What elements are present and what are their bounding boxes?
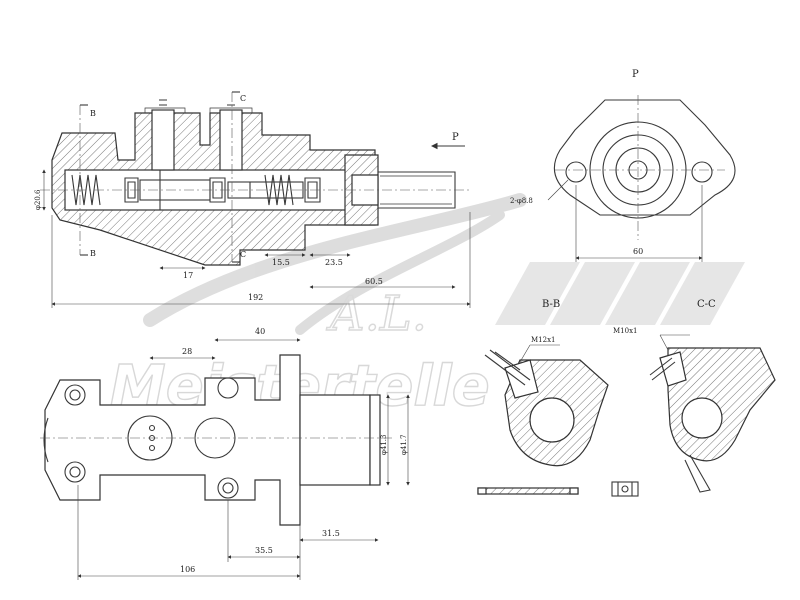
side-exterior-view: 40 28 φ41.3 φ41.7 31.5 35.5 106 [40,327,410,580]
dim-bore-dia: φ20.6 [34,189,42,210]
section-mark-c-top: C [240,94,246,103]
reservoir-port-c [219,109,243,171]
nut-part [611,481,639,497]
section-mark-b-bottom: B [90,249,96,258]
seal-left [124,177,139,203]
section-cc-port [659,351,687,387]
dim-40: 40 [255,327,265,336]
longitudinal-section-view: B B C C P φ20.6 17 15.5 23.5 60.5 192 [34,91,471,308]
dim-17: 17 [183,271,193,280]
dim-28: 28 [182,347,192,356]
reservoir-port-b [151,109,175,171]
dim-31-5: 31.5 [322,529,340,538]
dim-23-5: 23.5 [325,258,343,267]
seal-right [304,177,321,203]
section-bb-port [504,359,539,399]
end-view-p: P 2-φ8.8 60 [510,69,736,262]
dim-15-5: 15.5 [272,258,290,267]
section-bb-bore [529,397,575,443]
watermark-logo: A.L. [143,193,527,343]
section-bb-title: B-B [542,299,560,310]
thread-label-cc: M10x1 [613,327,637,335]
watermark-letters: A.L. [326,286,427,342]
holes-callout: 2-φ8.8 [510,197,533,205]
thread-label-bb: M12x1 [531,336,555,344]
mount-hole-left [565,161,587,183]
dim-dia-41-7: φ41.7 [400,435,408,456]
view-arrow-p-label: P [452,132,459,143]
dim-flange-60: 60 [633,247,643,256]
seal-ring-part [477,487,579,495]
section-mark-b-top: B [90,109,96,118]
section-cc-body [667,347,776,462]
mount-hole-right [691,161,713,183]
pushrod-sleeve-exterior [299,394,371,486]
end-view-title: P [632,69,639,80]
section-mark-c-bottom: C [240,250,246,259]
watermark-stripes [495,262,745,325]
dim-192: 192 [248,293,263,302]
section-cc-view: C-C M10x1 [613,299,776,493]
reservoir-port-exterior-c [194,417,236,459]
section-cc-title: C-C [697,299,716,310]
flange-outline [553,99,736,216]
dim-35-5: 35.5 [255,546,273,555]
dim-dia-41-3: φ41.3 [380,435,388,456]
small-parts [477,481,639,497]
section-cc-bore [681,397,723,439]
dim-60-5: 60.5 [365,277,383,286]
section-bb-view: B-B M12x1 [484,299,609,467]
dim-106: 106 [180,565,195,574]
